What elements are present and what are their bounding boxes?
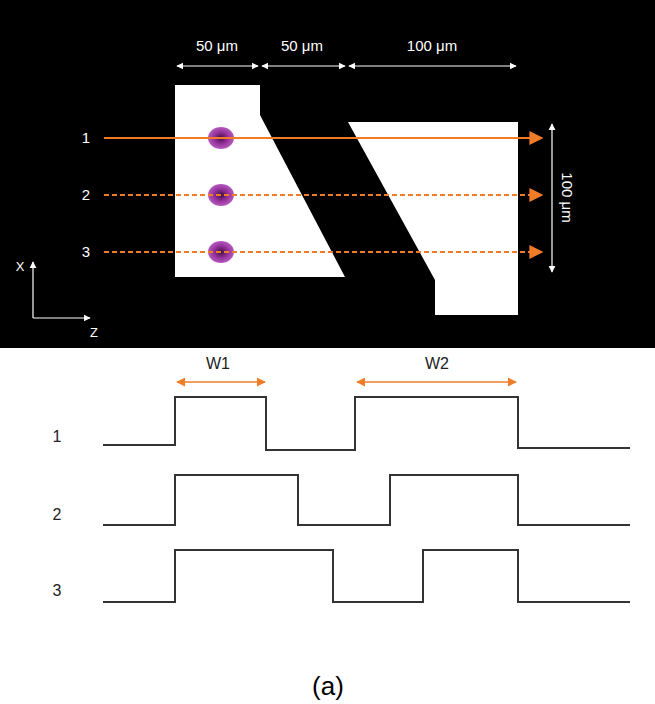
dark-ground	[0, 0, 655, 348]
dimension: 100 μm	[560, 172, 575, 222]
trace-number: 2	[53, 507, 62, 523]
channel-left	[175, 85, 345, 277]
channel-right	[348, 122, 518, 315]
path-number: 3	[82, 244, 90, 259]
dimension: 100 μm	[407, 38, 457, 53]
path-number: 1	[82, 130, 90, 145]
trace-number: 3	[53, 583, 62, 599]
trace-number: 1	[53, 429, 62, 445]
dimension: 50 μm	[281, 38, 323, 53]
signal-trace	[103, 397, 630, 602]
dimension: 50 μm	[196, 38, 238, 53]
axis-label: Z	[90, 326, 98, 339]
width-label: W2	[425, 356, 449, 372]
caption: (a)	[312, 673, 344, 699]
path-number: 2	[82, 187, 90, 202]
axis-label: X	[16, 260, 25, 273]
width-label: W1	[206, 356, 230, 372]
